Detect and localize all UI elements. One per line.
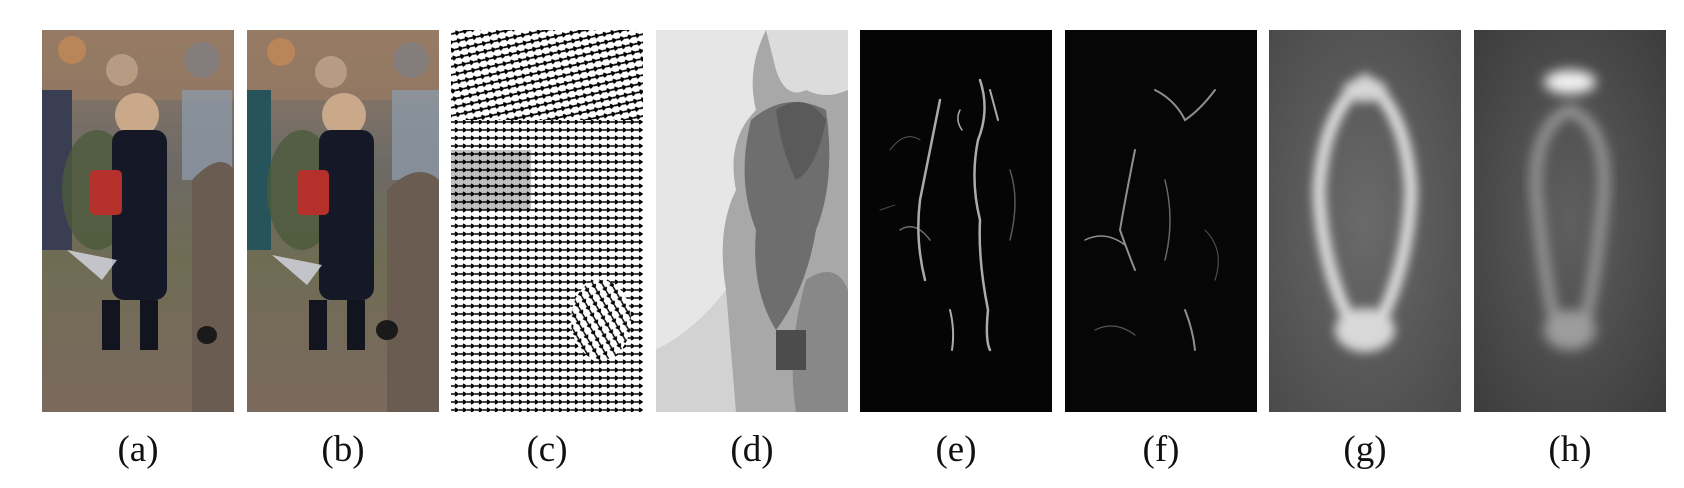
edge-map-e <box>860 30 1052 412</box>
average-map-g <box>1269 30 1461 412</box>
average-map-h <box>1474 30 1666 412</box>
panel-b-caption: (b) <box>321 429 365 470</box>
panel-d-caption: (d) <box>730 429 774 470</box>
rgb-frame-a <box>42 30 234 412</box>
panel-h-image <box>1474 30 1666 412</box>
panel-c-image <box>451 30 643 412</box>
panel-d-image <box>656 30 848 412</box>
panel-b-image <box>247 30 439 412</box>
panel-a-image <box>42 30 234 412</box>
optical-flow-field <box>451 30 643 412</box>
panel-f-image <box>1065 30 1257 412</box>
panel-f-caption: (f) <box>1142 429 1180 470</box>
panel-h-caption: (h) <box>1548 429 1592 470</box>
depth-map <box>656 30 848 412</box>
panel-g-caption: (g) <box>1343 429 1387 470</box>
panel-a-caption: (a) <box>117 429 159 470</box>
panel-e-image <box>860 30 1052 412</box>
panel-g-image <box>1269 30 1461 412</box>
rgb-frame-b <box>247 30 439 412</box>
edge-map-f <box>1065 30 1257 412</box>
panel-c-caption: (c) <box>526 429 568 470</box>
panel-e-caption: (e) <box>935 429 977 470</box>
